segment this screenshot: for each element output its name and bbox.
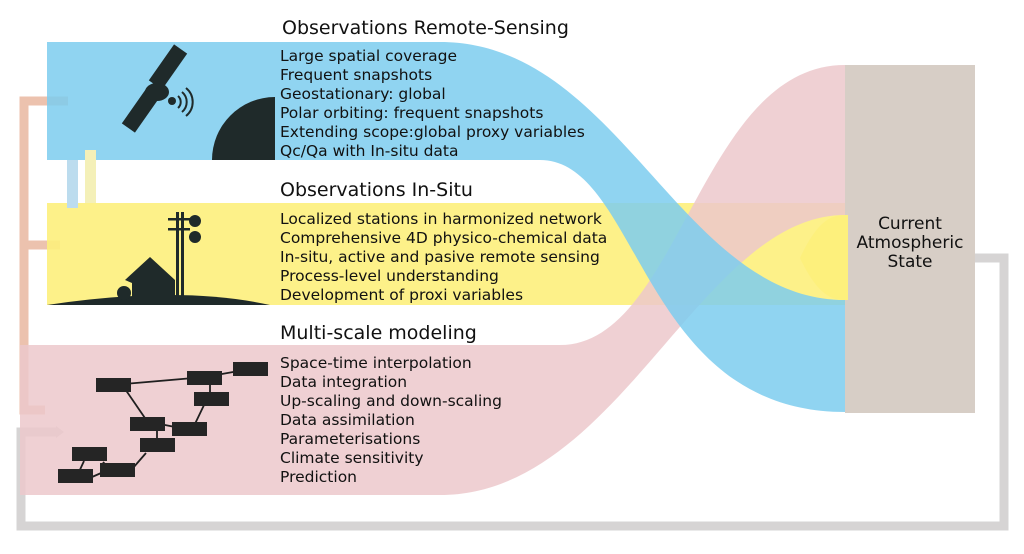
remote-sensing-title: Observations Remote-Sensing <box>282 17 569 39</box>
modeling-item: Up-scaling and down-scaling <box>280 392 502 410</box>
remote-sensing-item: Large spatial coverage <box>280 47 457 65</box>
remote-sensing-item: Extending scope:global proxy variables <box>280 123 585 141</box>
arrow-yellow-up <box>85 150 96 203</box>
remote-sensing-item: Polar orbiting: frequent snapshots <box>280 104 543 122</box>
modeling-item: Climate sensitivity <box>280 449 424 467</box>
state-label-line: Current <box>878 214 942 234</box>
in-situ-item: Process-level understanding <box>280 267 499 285</box>
model-network-icon <box>58 362 268 483</box>
modeling-item: Space-time interpolation <box>280 354 472 372</box>
modeling-title: Multi-scale modeling <box>280 322 477 344</box>
weather-station-icon <box>47 212 270 305</box>
in-situ-item: Comprehensive 4D physico-chemical data <box>280 229 607 247</box>
modeling-item: Data assimilation <box>280 411 415 429</box>
current-state-column <box>845 65 975 413</box>
arrow-blue-down <box>67 160 78 208</box>
modeling-item: Data integration <box>280 373 407 391</box>
satellite-icon <box>121 44 194 133</box>
earth-icon <box>212 97 275 160</box>
remote-sensing-item: Qc/Qa with In-situ data <box>280 142 459 160</box>
modeling-band <box>20 65 845 495</box>
in-situ-item: Localized stations in harmonized network <box>280 210 602 228</box>
remote-sensing-item: Geostationary: global <box>280 85 446 103</box>
state-label-line: Atmospheric <box>857 233 964 253</box>
in-situ-lens <box>800 215 848 300</box>
in-situ-item: In-situ, active and pasive remote sensin… <box>280 248 600 266</box>
in-situ-title: Observations In-Situ <box>280 179 473 201</box>
modeling-item: Parameterisations <box>280 430 420 448</box>
state-label-line: State <box>888 252 933 272</box>
in-situ-item: Development of proxi variables <box>280 286 523 304</box>
remote-sensing-item: Frequent snapshots <box>280 66 432 84</box>
modeling-item: Prediction <box>280 468 357 486</box>
